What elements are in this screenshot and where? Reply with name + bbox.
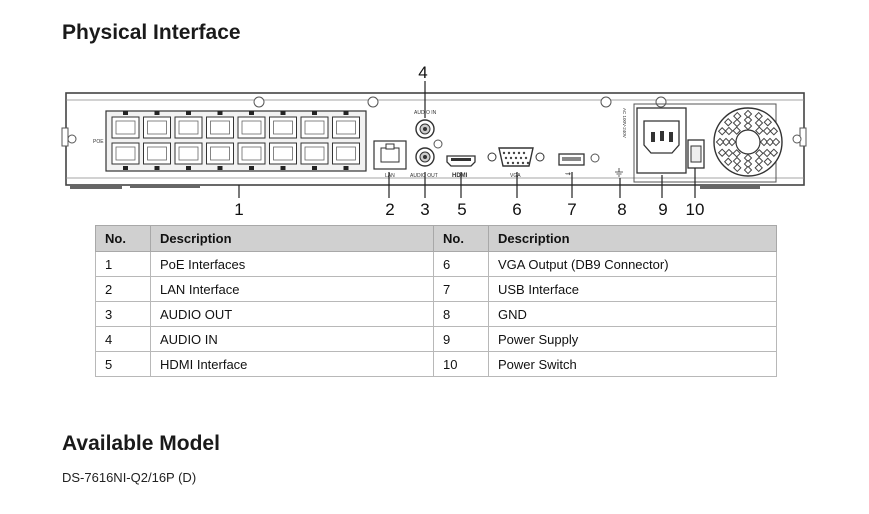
poe-port [174,142,203,170]
cell-description: USB Interface [488,276,777,302]
header-description-right: Description [488,225,777,252]
poe-label: POE [93,139,104,145]
fan-grille [713,107,783,177]
table-row: 1 PoE Interfaces 6 VGA Output (DB9 Conne… [95,251,777,277]
audio-out-jack [415,147,435,167]
poe-port [300,111,329,139]
poe-port [143,142,171,170]
cell-description: PoE Interfaces [150,251,434,277]
cell-description: GND [488,301,777,327]
poe-port [111,111,140,139]
available-model-heading: Available Model [62,432,220,455]
cell-no: 10 [433,351,489,377]
poe-port [269,142,297,170]
audio-out-label: AUDIO OUT [410,173,438,179]
cell-description: Power Supply [488,326,777,352]
table-row: 4 AUDIO IN 9 Power Supply [95,326,777,352]
header-no-right: No. [433,225,489,252]
poe-port [143,111,171,139]
poe-port [206,142,234,170]
poe-port [332,142,360,170]
callout-7: 7 [567,200,576,219]
cell-no: 8 [433,301,489,327]
cell-no: 2 [95,276,151,302]
cell-description: Power Switch [488,351,777,377]
header-description-left: Description [150,225,434,252]
header-no-left: No. [95,225,151,252]
poe-port [174,111,203,139]
power-rating-label: AC 100V-240V [622,108,627,138]
callout-1: 1 [234,200,243,219]
cell-no: 7 [433,276,489,302]
callout-3: 3 [420,200,429,219]
vga-label: VGA [510,173,521,179]
callout-4: 4 [418,63,427,82]
poe-port [332,111,360,139]
cell-no: 6 [433,251,489,277]
vga-port [487,147,545,167]
poe-ports [111,111,360,170]
usb-icon: ⇝ [565,171,571,178]
callout-10: 10 [686,200,705,219]
ground-icon [615,168,623,177]
poe-port [300,142,329,170]
table-row: 2 LAN Interface 7 USB Interface [95,276,777,302]
table-row: 5 HDMI Interface 10 Power Switch [95,351,777,377]
cell-description: VGA Output (DB9 Connector) [488,251,777,277]
table-row: 3 AUDIO OUT 8 GND [95,301,777,327]
interface-table: No. Description No. Description 1 PoE In… [95,225,777,377]
hdmi-label: HDMI [452,173,468,179]
callout-2: 2 [385,200,394,219]
cell-no: 9 [433,326,489,352]
callout-8: 8 [617,200,626,219]
cell-no: 1 [95,251,151,277]
poe-port [269,111,297,139]
physical-interface-heading: Physical Interface [62,21,241,44]
callout-5: 5 [457,200,466,219]
poe-port [111,142,140,170]
poe-port [206,111,234,139]
cell-no: 5 [95,351,151,377]
cell-no: 3 [95,301,151,327]
cell-description: AUDIO IN [150,326,434,352]
rear-panel-diagram: POE LAN AUDIO IN AUDIO OUT HDMI VGA ⇝ AC… [61,63,807,219]
cell-description: HDMI Interface [150,351,434,377]
audio-in-jack [415,119,435,139]
callout-6: 6 [512,200,521,219]
callout-9: 9 [658,200,667,219]
table-header-row: No. Description No. Description [95,225,777,252]
lan-label: LAN [385,173,395,179]
poe-port [237,111,266,139]
model-number: DS-7616NI-Q2/16P (D) [62,470,197,485]
cell-no: 4 [95,326,151,352]
cell-description: AUDIO OUT [150,301,434,327]
cell-description: LAN Interface [150,276,434,302]
poe-port [237,142,266,170]
